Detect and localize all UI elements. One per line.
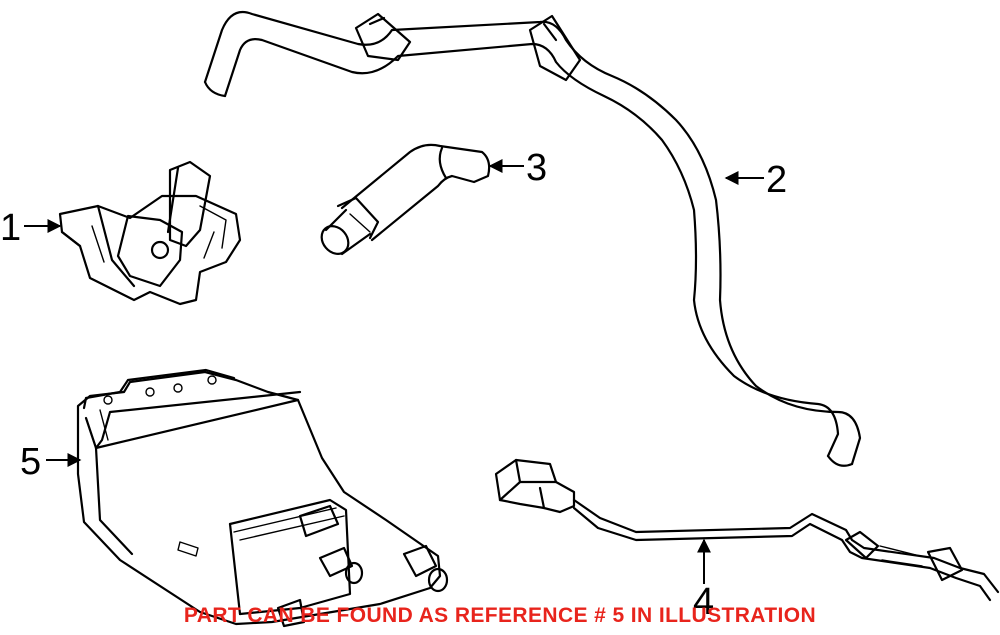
part-4-oxygen-sensor — [494, 458, 1000, 602]
part-5-canister — [76, 368, 449, 628]
reference-notice: PART CAN BE FOUND AS REFERENCE # 5 IN IL… — [183, 604, 817, 627]
callout-4: 4 — [693, 581, 714, 623]
part-2-vapor-hose — [203, 10, 862, 467]
part-3-hose — [320, 143, 491, 256]
callout-5: 5 — [20, 441, 41, 483]
callout-1: 1 — [0, 207, 21, 249]
callout-2: 2 — [766, 159, 787, 201]
leader-lines — [24, 159, 764, 584]
part-1-purge-valve — [58, 160, 242, 306]
callout-3: 3 — [526, 147, 547, 189]
